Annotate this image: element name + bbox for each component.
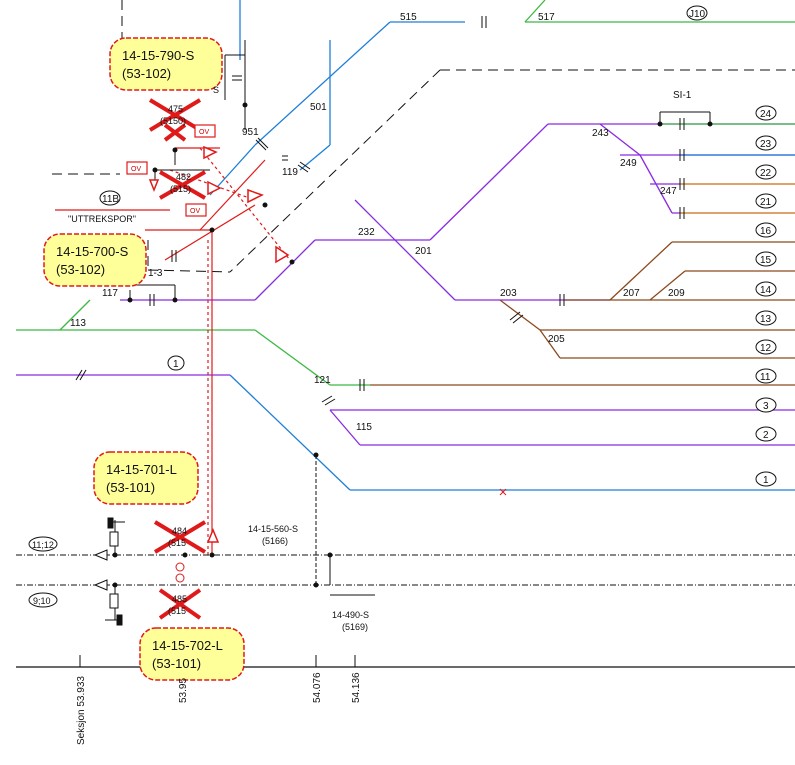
signal-560-sub: (5166) [262,536,288,546]
svg-text:(53-102): (53-102) [56,262,105,277]
cloud-790: 14-15-790-S (53-102) [109,37,223,91]
svg-text:OV: OV [190,208,200,215]
km-54136: 54.136 [351,672,362,703]
label-si-1: SI-1 [673,90,692,101]
label-209: 209 [668,288,685,299]
brown-tracks [370,241,795,386]
ov-box-3: OV [185,203,207,217]
track-16: 16 [760,226,772,237]
signal-490: 14-490-S [332,610,369,620]
svg-text:14-15-701-L: 14-15-701-L [106,462,177,477]
label-1-3: 1-3 [148,268,163,279]
green-tracks [16,0,795,386]
removal-crosses [148,98,207,620]
crossed-485: 485 [172,594,187,604]
label-515: 515 [400,12,417,23]
track-j10: J10 [689,9,706,20]
label-203: 203 [500,288,517,299]
svg-text:14-15-702-L: 14-15-702-L [152,638,223,653]
label-207: 207 [623,288,640,299]
crossed-475-sub: (5150) [160,116,186,126]
label-117: 117 [102,288,118,299]
label-s: S [213,85,219,95]
track-22: 22 [760,168,772,179]
cloud-701: 14-15-701-L (53-101) [93,451,199,505]
switch-labels: 515 517 501 951 119 243 249 247 232 201 … [68,12,692,632]
track-9-10: 9;10 [33,596,51,606]
label-119: 119 [282,167,298,178]
cloud-700: 14-15-700-S (53-102) [43,233,147,287]
km-54076: 54.076 [312,672,323,703]
track-23: 23 [760,139,772,150]
ov-box-1: OV [194,124,216,138]
track-12: 12 [760,343,772,354]
crossed-484-sub: (515 [168,538,186,548]
track-21: 21 [760,197,772,208]
label-243: 243 [592,128,609,139]
track-number-circles [28,5,777,608]
crossed-484: 484 [172,526,187,536]
red-signal-triangles [148,145,290,543]
signal-560: 14-15-560-S [248,524,298,534]
svg-text:14-15-790-S: 14-15-790-S [122,48,195,63]
insulated-joints [75,16,685,406]
label-232: 232 [358,227,375,238]
crossed-475: 475 [168,104,183,114]
cloud-702: 14-15-702-L (53-101) [139,627,245,681]
svg-text:14-15-700-S: 14-15-700-S [56,244,129,259]
label-247: 247 [660,186,677,197]
track-1: 1 [763,475,769,486]
label-115: 115 [356,422,372,433]
track-number-labels: 24 23 22 21 16 15 14 13 12 11 3 2 1 1 J1… [32,9,772,606]
orange-tracks [680,183,795,214]
km-5395: 53.95 [178,678,189,703]
small-red-x [499,488,507,496]
blue-tracks [209,0,795,491]
label-249: 249 [620,158,637,169]
crossed-482-sub: (515) [170,184,191,194]
label-201: 201 [415,246,432,257]
red-lines [55,147,291,555]
red-circle-markers [175,562,185,583]
svg-text:(53-102): (53-102) [122,66,171,81]
svg-text:(53-101): (53-101) [106,480,155,495]
label-205: 205 [548,334,565,345]
km-53933: Seksjon 53.933 [76,676,87,745]
svg-text:OV: OV [199,129,209,136]
label-uttrekspor: "UTTREKSPOR" [68,214,136,224]
track-11-12: 11;12 [32,540,54,550]
crossed-482: 482 [176,172,191,182]
label-951: 951 [242,127,259,138]
track-14: 14 [760,285,772,296]
signal-490-sub: (5169) [342,622,368,632]
track-15: 15 [760,255,772,266]
black-lines [16,40,795,668]
track-11b: 11B [102,194,119,205]
track-arrows [93,549,108,591]
crossed-485-sub: (515 [168,606,186,616]
dashed-boundaries [52,0,795,273]
label-113: 113 [70,318,86,329]
km-markers: Seksjon 53.933 53.95 54.076 54.136 [76,672,362,745]
crossed-numbers: 475 (5150) 482 (515) 484 (515 485 (515 [160,104,191,616]
track-24: 24 [760,109,772,120]
ov-box-2: OV [126,161,148,175]
track-3: 3 [763,401,769,412]
track-1-mid: 1 [173,359,179,370]
label-121: 121 [314,375,331,386]
track-11: 11 [760,372,771,383]
label-517: 517 [538,12,555,23]
track-13: 13 [760,314,772,325]
svg-text:(53-101): (53-101) [152,656,201,671]
track-2: 2 [763,430,769,441]
label-501: 501 [310,102,327,113]
junction-dots [112,102,713,588]
svg-text:OV: OV [131,166,141,173]
equipment-symbols [105,517,125,626]
